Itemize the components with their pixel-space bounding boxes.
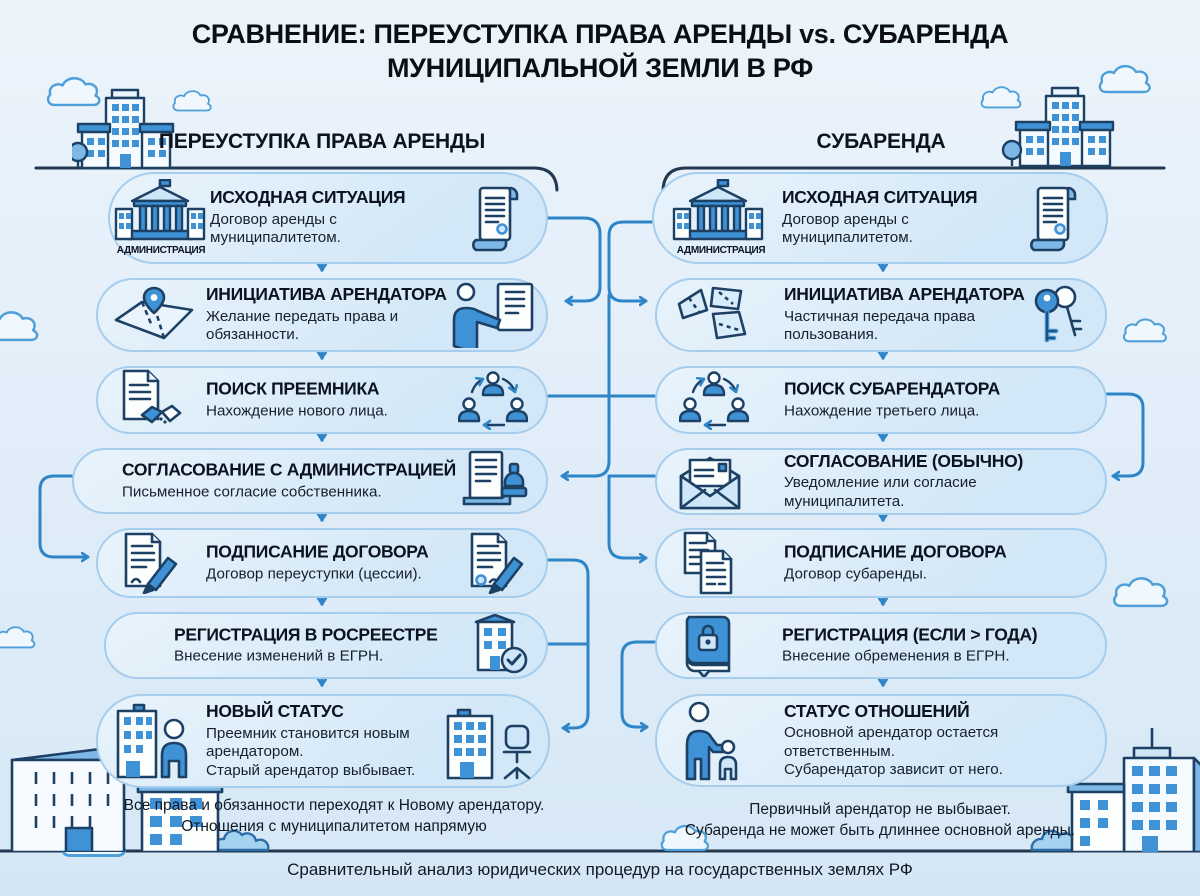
step-card: ПОИСК СУБАРЕНДАТОРА Нахождение третьего … [655,366,1107,434]
step-desc: Уведомление или согласие муниципалитета. [784,474,977,510]
document-pen-seal-icon [470,532,524,594]
scroll-document-icon [1030,186,1077,252]
step-card: СТАТУС ОТНОШЕНИЙ Основной арендатор оста… [655,694,1107,787]
step-title: ПОДПИСАНИЕ ДОГОВОРА [784,541,1007,562]
step-title: ИНИЦИАТИВА АРЕНДАТОРА [206,284,447,305]
step-desc-2: Старый арендатор выбывает. [206,761,416,779]
step-desc: Внесение изменений в ЕГРН. [174,647,384,665]
step-title: СТАТУС ОТНОШЕНИЙ [784,700,970,721]
step-title: ИСХОДНАЯ СИТУАЦИЯ [210,187,406,208]
step-card: ПОДПИСАНИЕ ДОГОВОРА Договор субаренды. [655,528,1107,598]
step-title: ИСХОДНАЯ СИТУАЦИЯ [782,187,978,208]
link-center-to-l4 [560,293,611,476]
link-r3-r4-outer [1103,392,1145,476]
link-r6-r7 [620,640,657,727]
step-card: ИНИЦИАТИВА АРЕНДАТОРА Желание передать п… [96,278,548,352]
step-card: НОВЫЙ СТАТУС Преемник становится новым а… [96,694,550,788]
administration-building-icon [114,179,206,241]
step-desc: Желание передать права и обязанности. [206,307,399,344]
scroll-document-icon [472,186,519,252]
column-footer-right: Первичный арендатор не выбывает. Субарен… [684,801,1076,839]
city-top-right-icon [1001,86,1115,168]
document-pen-icon [124,532,178,594]
link-l4-l5-outer [38,474,90,557]
link-center-to-r5 [607,474,648,558]
column-header-right: СУБАРЕНДА [816,130,946,153]
envelope-letter-icon [679,456,741,509]
step-desc-2: Субарендатор зависит от него. [784,761,1003,779]
people-network-icon [679,371,749,430]
step-title: СОГЛАСОВАНИЕ С АДМИНИСТРАЦИЕЙ [122,459,456,480]
step-arrows [322,261,883,687]
column-header-left: ПЕРЕУСТУПКА ПРАВА АРЕНДЫ [158,130,486,153]
step-title: НОВЫЙ СТАТУС [206,700,344,721]
step-title: РЕГИСТРАЦИЯ (ЕСЛИ > ГОДА) [782,623,1038,644]
step-desc: Преемник становится новым арендатором. [206,724,410,761]
step-card: ПОИСК ПРЕЕМНИКА Нахождение нового лица. [96,366,548,434]
header-underline-left [34,166,559,192]
book-with-lock-icon [685,615,731,677]
step-desc: Нахождение третьего лица. [784,402,980,420]
link-l1-l2 [546,216,602,301]
step-desc: Нахождение нового лица. [206,402,388,420]
person-presenting-document-icon [452,282,534,348]
step-desc: Внесение обременения в ЕГРН. [782,647,1010,665]
step-title: ПОИСК ПРЕЕМНИКА [206,378,380,399]
building-person-icon [116,703,188,779]
bottom-caption: Сравнительный анализ юридических процеду… [287,860,913,879]
step-card: СОГЛАСОВАНИЕ (ОБЫЧНО) Уведомление или со… [655,448,1107,515]
step-card: АДМИНИСТРАЦИЯ ИСХОДНАЯ СИТУАЦИЯ Договор … [652,172,1108,264]
step-desc: Письменное согласие собственника. [122,483,382,501]
city-top-left-icon [72,88,175,170]
document-handshake-icon [122,369,182,424]
city-bottom-left-icon [10,744,224,852]
administration-label: АДМИНИСТРАЦИЯ [676,245,766,256]
step-title: ПОДПИСАНИЕ ДОГОВОРА [206,541,429,562]
building-chair-icon [446,708,532,780]
page-title: СРАВНЕНИЕ: ПЕРЕУСТУПКА ПРАВА АРЕНДЫ vs. … [191,19,1009,83]
administration-building-icon [672,179,764,241]
city-bottom-right-icon [1066,728,1200,852]
step-title: ПОИСК СУБАРЕНДАТОРА [784,378,1000,399]
people-network-icon [458,371,528,430]
step-desc: Договор переуступки (цессии). [206,565,422,583]
step-title: СОГЛАСОВАНИЕ (ОБЫЧНО) [784,450,1023,471]
map-with-pin-icon [114,286,194,340]
administration-label: АДМИНИСТРАЦИЯ [116,245,206,256]
step-card: ИНИЦИАТИВА АРЕНДАТОРА Частичная передача… [655,278,1107,352]
step-card: АДМИНИСТРАЦИЯ ИСХОДНАЯ СИТУАЦИЯ Договор … [108,172,548,264]
document-stamp-icon [462,450,528,506]
step-card: ПОДПИСАНИЕ ДОГОВОРА Договор переуступки … [96,528,548,598]
keys-icon [1034,285,1083,343]
land-plots-icon [677,286,747,340]
step-title: РЕГИСТРАЦИЯ В РОСРЕЕСТРЕ [174,623,438,644]
step-card: РЕГИСТРАЦИЯ В РОСРЕЕСТРЕ Внесение измене… [104,612,548,679]
step-card: СОГЛАСОВАНИЕ С АДМИНИСТРАЦИЕЙ Письменное… [72,448,548,514]
step-desc: Договор аренды с муниципалитетом. [210,210,341,247]
step-desc: Частичная передача права пользования. [784,307,976,344]
building-check-icon [474,613,528,673]
step-desc: Договор субаренды. [784,565,927,583]
step-card: РЕГИСТРАЦИЯ (ЕСЛИ > ГОДА) Внесение обрем… [655,612,1107,679]
step-desc: Основной арендатор остается ответственны… [784,723,999,760]
column-footer-left: Все права и обязанности переходят к Ново… [123,797,545,835]
two-documents-icon [683,531,733,595]
step-desc: Договор аренды с муниципалитетом. [782,210,913,247]
step-title: ИНИЦИАТИВА АРЕНДАТОРА [784,284,1025,305]
link-r1-r2 [607,220,657,301]
adult-and-child-icon [685,701,738,780]
